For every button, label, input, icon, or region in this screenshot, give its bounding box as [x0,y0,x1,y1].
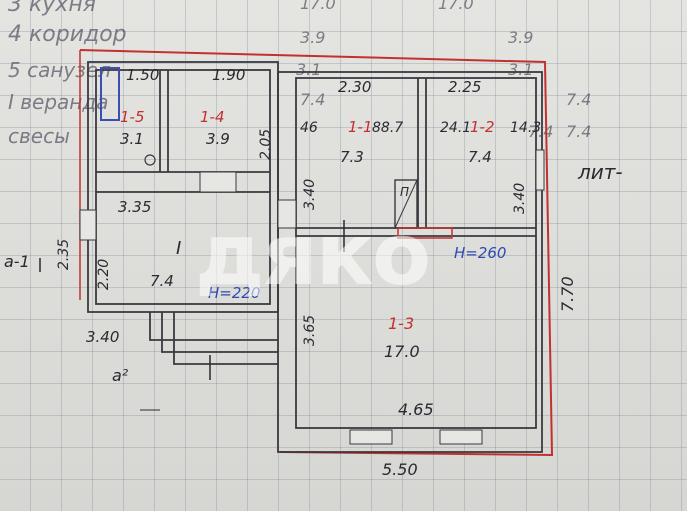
room-code: 1-1 [348,118,373,136]
room-side-note: 46 [300,120,318,136]
room-code: 1-2 [470,118,495,136]
dimension-label: 3.35 [118,198,152,216]
room-code: I [176,238,182,259]
stove-hearth-mark [397,227,453,239]
table-cell: 17.0 [300,0,336,13]
table-cell: 7.4 [300,90,326,109]
dimension-label: 1.50 [126,66,160,84]
table-cell: 3.9 [508,28,534,47]
bathtub-symbol [100,67,120,121]
section-mark: а-1 [4,252,30,271]
room-area: 3.9 [206,130,230,148]
stove-label: П [400,185,410,199]
outer-contour-line [79,49,554,457]
room-side-note: 88.7 [372,120,404,136]
room-area: 7.3 [340,148,364,166]
room-code: 1-3 [388,314,415,333]
dimension-label: 2.05 [258,128,274,160]
dimension-label: 3.40 [512,182,528,214]
dimension-label: 3.40 [86,328,120,346]
room-side-note: 14.3 [510,120,542,136]
dimension-label: 4.65 [398,400,434,419]
walls [87,61,543,453]
table-cell: 7.4 [566,122,592,141]
toilet-symbol [144,154,156,166]
room-area: 17.0 [384,342,420,361]
room-area: 3.1 [120,130,144,148]
room-code: 1-4 [200,108,225,126]
overall-width: 5.50 [382,460,418,479]
dimension-label: 2.25 [448,78,482,96]
height-note: H=220 [208,284,261,302]
dimension-label: 3.65 [302,314,318,346]
window-symbols [79,149,545,445]
table-cell: 3.9 [300,28,326,47]
table-cell: 3.1 [508,60,534,79]
table-cell: 3.1 [296,60,322,79]
height-note: H=260 [454,244,507,262]
table-row-label: свесы [8,124,70,148]
overall-height: 7.70 [558,276,577,312]
dimension-label: 2.35 [56,238,72,270]
room-side-note: 24.1 [440,120,472,136]
dimension-label: 1.90 [212,66,246,84]
watermark-logo: дяко [195,205,431,305]
litera-mark: лит- [578,160,623,184]
section-mark: а² [112,366,129,385]
dimension-label: 2.30 [338,78,372,96]
table-cell: 7.4 [566,90,592,109]
dimension-label: 2.20 [96,258,112,290]
room-area: 7.4 [150,272,174,290]
table-row-label: 4 коридор [8,22,127,47]
room-code: 1-5 [120,108,145,126]
table-row-label: 3 кухня [8,0,96,17]
table-cell: 17.0 [438,0,474,13]
table-row-label: I веранда [8,90,109,114]
room-area: 7.4 [468,148,492,166]
